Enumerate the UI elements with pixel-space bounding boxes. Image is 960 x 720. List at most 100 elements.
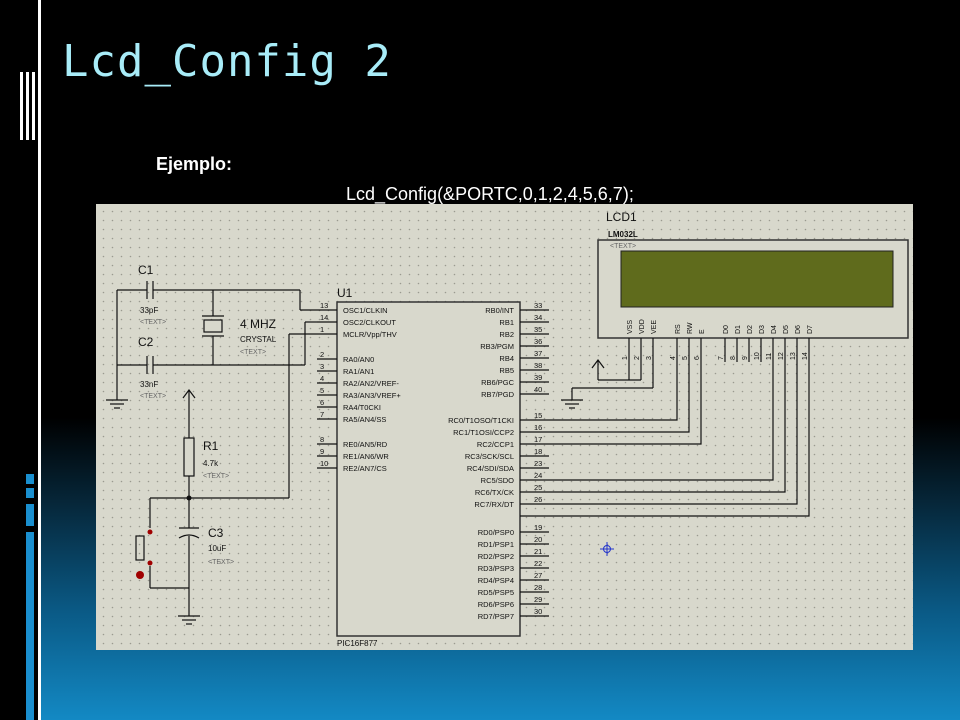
lcd-pin-group: VSS1VDD2VEE3RS4RW5E6D07D18D29D310D411D51…	[622, 319, 814, 362]
c2-value: 33nF	[140, 380, 158, 389]
mcu-right-pin-num-24: 24	[534, 471, 542, 480]
mcu-right-pin-num-38: 38	[534, 361, 542, 370]
mcu-left-pin-name-3: RA1/AN1	[343, 367, 374, 376]
lcd-pin-name-13: D6	[795, 325, 802, 334]
lcd-pin-num-4: 4	[670, 356, 677, 360]
mcu-right-pin-name-30: RD7/PSP7	[478, 612, 514, 621]
mcu-left-pin-num-10: 10	[320, 459, 328, 468]
mcu-right-pin-name-34: RB1	[499, 318, 514, 327]
mcu-right-pin-name-22: RD3/PSP3	[478, 564, 514, 573]
mcu-left-pin-name-10: RE2/AN7/CS	[343, 464, 387, 473]
lcd-pin-name-5: RW	[687, 322, 694, 334]
lcd-pin-num-5: 5	[682, 356, 689, 360]
mcu-right-pin-num-39: 39	[534, 373, 542, 382]
lcd-pin-name-3: VEE	[651, 320, 658, 334]
mcu-left-pin-name-2: RA0/AN0	[343, 355, 374, 364]
mcu-right-pin-num-30: 30	[534, 607, 542, 616]
lcd-pin-num-11: 11	[766, 353, 773, 360]
mcu-right-pin-num-25: 25	[534, 483, 542, 492]
mcu-right-pin-num-23: 23	[534, 459, 542, 468]
mcu-right-pin-name-18: RC3/SCK/SCL	[465, 452, 514, 461]
mcu-left-pin-num-13: 13	[320, 301, 328, 310]
reset-section	[135, 333, 317, 625]
mcu-right-pin-name-23: RC4/SDI/SDA	[467, 464, 514, 473]
mcu-right-pin-num-28: 28	[534, 583, 542, 592]
lcd-pin-num-2: 2	[634, 356, 641, 360]
mcu-right-pin-name-16: RC1/T1OSI/CCP2	[453, 428, 514, 437]
mcu-right-pin-num-33: 33	[534, 301, 542, 310]
left-white-stripe	[38, 0, 41, 720]
lcd-pin-num-7: 7	[718, 356, 725, 360]
c2-text: <TEXT>	[140, 393, 166, 400]
lcd-pin-num-8: 8	[730, 356, 737, 360]
pic-mcu: U1 PIC16F877 13OSC1/CLKIN14OSC2/CLKOUT1M…	[317, 286, 549, 648]
mcu-left-pin-num-3: 3	[320, 362, 324, 371]
r1-text: <TEXT>	[203, 473, 229, 480]
mcu-left-pin-name-9: RE1/AN6/WR	[343, 452, 389, 461]
mcu-left-pin-num-6: 6	[320, 398, 324, 407]
mcu-right-pin-name-25: RC6/TX/CK	[475, 488, 514, 497]
mcu-left-pin-num-4: 4	[320, 374, 324, 383]
mcu-right-pin-num-37: 37	[534, 349, 542, 358]
mcu-right-pin-num-26: 26	[534, 495, 542, 504]
lcd-pin-num-9: 9	[742, 356, 749, 360]
deco-square-2	[26, 488, 34, 498]
mcu-right-pin-num-35: 35	[534, 325, 542, 334]
oscillator-section	[106, 281, 317, 409]
mcu-right-pin-num-36: 36	[534, 337, 542, 346]
mcu-right-pin-num-22: 22	[534, 559, 542, 568]
r1-value: 4.7k	[203, 459, 219, 468]
lcd-pin-num-12: 12	[778, 352, 785, 360]
mcu-right-pin-name-24: RC5/SDO	[481, 476, 515, 485]
r1-ref: R1	[203, 439, 219, 453]
lcd-pin-name-6: E	[699, 329, 706, 334]
lcd-pin-name-8: D1	[735, 325, 742, 334]
reset-node	[186, 495, 192, 501]
mcu-right-pin-name-17: RC2/CCP1	[477, 440, 514, 449]
lcd-pin-name-2: VDD	[639, 319, 646, 334]
mcu-left-pin-name-14: OSC2/CLKOUT	[343, 318, 396, 327]
lcd-pin-num-3: 3	[646, 356, 653, 360]
lcd-pin-num-10: 10	[754, 352, 761, 360]
mcu-left-pins: 13OSC1/CLKIN14OSC2/CLKOUT1MCLR/Vpp/THV2R…	[317, 301, 401, 473]
mcu-right-pin-name-26: RC7/RX/DT	[474, 500, 514, 509]
mcu-left-pin-num-8: 8	[320, 435, 324, 444]
bus-wire-5	[549, 362, 798, 505]
switch-contact-bottom	[147, 560, 153, 566]
mcu-left-pin-name-4: RA2/AN2/VREF-	[343, 379, 399, 388]
lcd-pin-name-4: RS	[675, 324, 682, 334]
mcu-right-pin-num-16: 16	[534, 423, 542, 432]
lcd-pin-name-1: VSS	[627, 320, 634, 334]
circuit-schematic: LCD1 LM032L <TEXT> VSS1VDD2VEE3RS4RW5E6D…	[96, 204, 913, 650]
crystal-type: CRYSTAL	[240, 335, 277, 344]
mcu-right-pin-name-27: RD4/PSP4	[478, 576, 514, 585]
lcd-bus-wires	[520, 362, 810, 517]
lcd-pin-num-13: 13	[790, 352, 797, 360]
bus-wire-4	[549, 362, 786, 493]
lcd-pin-num-6: 6	[694, 356, 701, 360]
lcd-text-placeholder: <TEXT>	[610, 243, 636, 250]
mcu-right-pin-name-37: RB4	[499, 354, 514, 363]
mcu-right-pin-name-40: RB7/PGD	[481, 390, 515, 399]
c3-ref: C3	[208, 526, 224, 540]
mcu-right-pin-num-34: 34	[534, 313, 542, 322]
mcu-left-pin-num-2: 2	[320, 350, 324, 359]
mcu-right-pin-num-21: 21	[534, 547, 542, 556]
mcu-left-pin-num-14: 14	[320, 313, 328, 322]
bus-wire-0	[549, 362, 678, 421]
deco-vertical-lines	[20, 72, 38, 140]
lcd-ref: LCD1	[606, 210, 637, 224]
mcu-left-pin-name-6: RA4/T0CKI	[343, 403, 381, 412]
c3-text: <TEXT>	[208, 559, 234, 566]
mcu-right-pin-name-39: RB6/PGC	[481, 378, 515, 387]
mcu-left-pin-name-5: RA3/AN3/VREF+	[343, 391, 401, 400]
bus-wire-1	[549, 362, 690, 433]
lcd-pin-name-10: D3	[759, 325, 766, 334]
code-example: Lcd_Config(&PORTC,0,1,2,4,5,6,7);	[346, 184, 634, 204]
mcu-right-pin-num-19: 19	[534, 523, 542, 532]
c2-ref: C2	[138, 335, 154, 349]
bus-wire-2	[549, 362, 702, 445]
mcu-right-pin-name-19: RD0/PSP0	[478, 528, 514, 537]
crosshair-icon	[600, 542, 614, 556]
lcd-pin-num-14: 14	[802, 352, 809, 360]
